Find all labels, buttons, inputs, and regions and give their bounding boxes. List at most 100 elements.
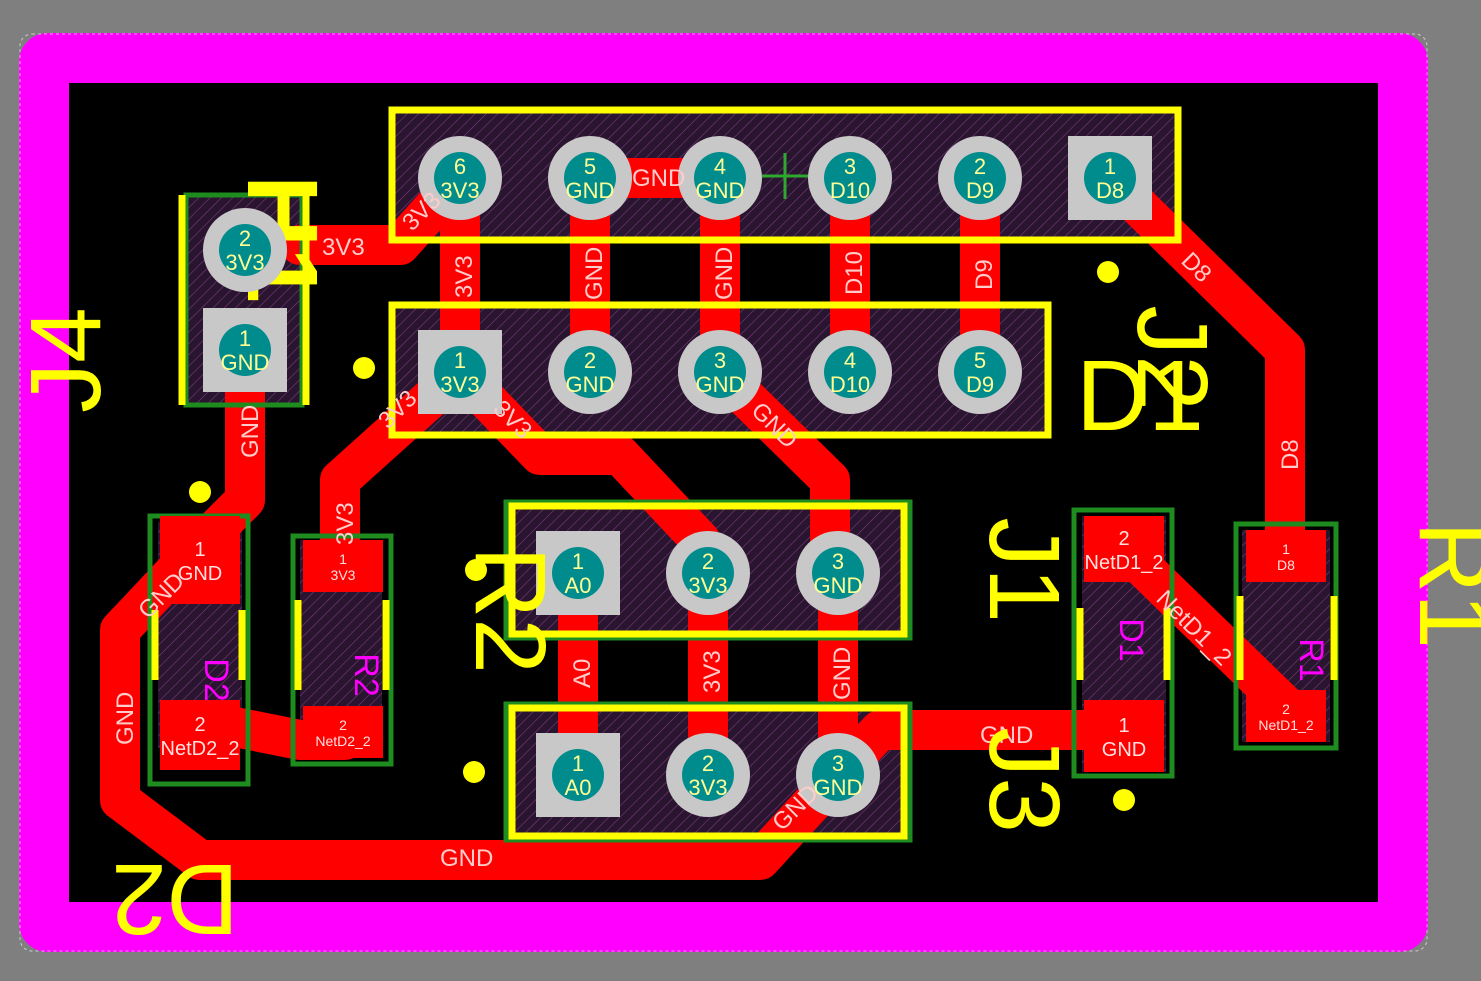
pad-number: 1 bbox=[239, 326, 251, 351]
smd-pad-r1-1[interactable]: 1D8 bbox=[1246, 530, 1326, 582]
trace-label: GND bbox=[112, 692, 139, 745]
pad-number: 1 bbox=[194, 539, 205, 561]
designator-j1: J1 bbox=[968, 517, 1080, 623]
trace-label: 3V3 bbox=[699, 650, 726, 693]
designator-d2: D2 bbox=[111, 843, 239, 955]
trace-label: 3V3 bbox=[332, 502, 359, 545]
pad-net: GND bbox=[696, 372, 745, 397]
designator-j3: J3 bbox=[968, 727, 1080, 833]
pad-net: A0 bbox=[565, 573, 592, 598]
trace-label: GND bbox=[440, 845, 493, 872]
pad-net: 3V3 bbox=[688, 775, 727, 800]
pad-number: 2 bbox=[194, 714, 205, 736]
trace-label: GND bbox=[237, 405, 264, 458]
trace-label: GND bbox=[829, 647, 856, 700]
pad-j1-1[interactable]: 1A0 bbox=[536, 531, 620, 615]
trace-label: GND bbox=[581, 247, 608, 300]
pad-number: 3 bbox=[714, 348, 726, 373]
pad-net: A0 bbox=[565, 775, 592, 800]
fab-label-d1: D1 bbox=[1112, 618, 1150, 661]
pad-number: 2 bbox=[702, 751, 714, 776]
board-edge-line bbox=[19, 33, 1428, 952]
pad-number: 1 bbox=[339, 551, 347, 567]
pad-net: 3V3 bbox=[440, 178, 479, 203]
trace-label: 3V3 bbox=[322, 234, 365, 261]
pad-net: 3V3 bbox=[688, 573, 727, 598]
pad-net: 3V3 bbox=[331, 567, 356, 583]
pad-net: GND bbox=[814, 573, 863, 598]
trace-label: GND bbox=[980, 722, 1033, 749]
pad-net: GND bbox=[178, 563, 222, 585]
pad-number: 1 bbox=[1118, 715, 1129, 737]
pad-net: D10 bbox=[830, 372, 870, 397]
pad-j2-2[interactable]: 2D9 bbox=[938, 136, 1022, 220]
pad-net: NetD1_2 bbox=[1258, 717, 1313, 733]
designator-r2: R2 bbox=[454, 546, 566, 674]
pad-number: 5 bbox=[974, 348, 986, 373]
pad-net: GND bbox=[814, 775, 863, 800]
pad-net: GND bbox=[566, 372, 615, 397]
pad-net: GND bbox=[221, 350, 270, 375]
pad-net: D8 bbox=[1277, 557, 1295, 573]
pad-number: 4 bbox=[844, 348, 856, 373]
designator-d1: D1 bbox=[1076, 340, 1204, 452]
pad-j2-1[interactable]: 1D8 bbox=[1068, 136, 1152, 220]
designator-j2: J2 bbox=[1116, 305, 1228, 411]
board-outline bbox=[19, 33, 1428, 952]
pad-net: D9 bbox=[966, 178, 994, 203]
pad-net: D8 bbox=[1096, 178, 1124, 203]
trace-label: GND bbox=[711, 247, 738, 300]
pad-j3-1[interactable]: 1A0 bbox=[536, 733, 620, 817]
pad-net: 3V3 bbox=[225, 250, 264, 275]
silkscreen-outlines bbox=[151, 106, 1338, 840]
pad-number: 5 bbox=[584, 154, 596, 179]
fab-label-r1: R1 bbox=[1292, 638, 1330, 681]
pad-number: 3 bbox=[844, 154, 856, 179]
pad-net: NetD2_2 bbox=[315, 733, 370, 749]
origin-crosshair bbox=[762, 153, 808, 199]
pin1-markers bbox=[189, 261, 1135, 811]
fab-label-r2: R2 bbox=[347, 653, 385, 696]
pad-number: 1 bbox=[1282, 541, 1290, 557]
pad-net: GND bbox=[696, 178, 745, 203]
trace-label: 3V3 bbox=[451, 255, 478, 298]
pad-number: 3 bbox=[832, 751, 844, 776]
smd-pads: 1GND2NetD2_213V32NetD2_22NetD1_21GND1D82… bbox=[160, 516, 1326, 772]
trace-label: D9 bbox=[971, 259, 998, 290]
trace-label: A0 bbox=[569, 659, 596, 688]
pad-number: 1 bbox=[572, 549, 584, 574]
through-hole-pads: 63V35GND4GND3D102D91D813V32GND3GND4D105D… bbox=[203, 136, 1152, 817]
pad-net: GND bbox=[1102, 739, 1146, 761]
pad-number: 2 bbox=[1118, 528, 1129, 550]
pad-number: 1 bbox=[572, 751, 584, 776]
pad-net: NetD2_2 bbox=[161, 738, 240, 760]
designator-j4: J4 bbox=[10, 307, 122, 413]
pad-net: GND bbox=[566, 178, 615, 203]
pad-j2b-5[interactable]: 5D9 bbox=[938, 330, 1022, 414]
designator-r1: R1 bbox=[1398, 521, 1481, 649]
pad-net: D9 bbox=[966, 372, 994, 397]
pad-net: NetD1_2 bbox=[1085, 552, 1164, 574]
